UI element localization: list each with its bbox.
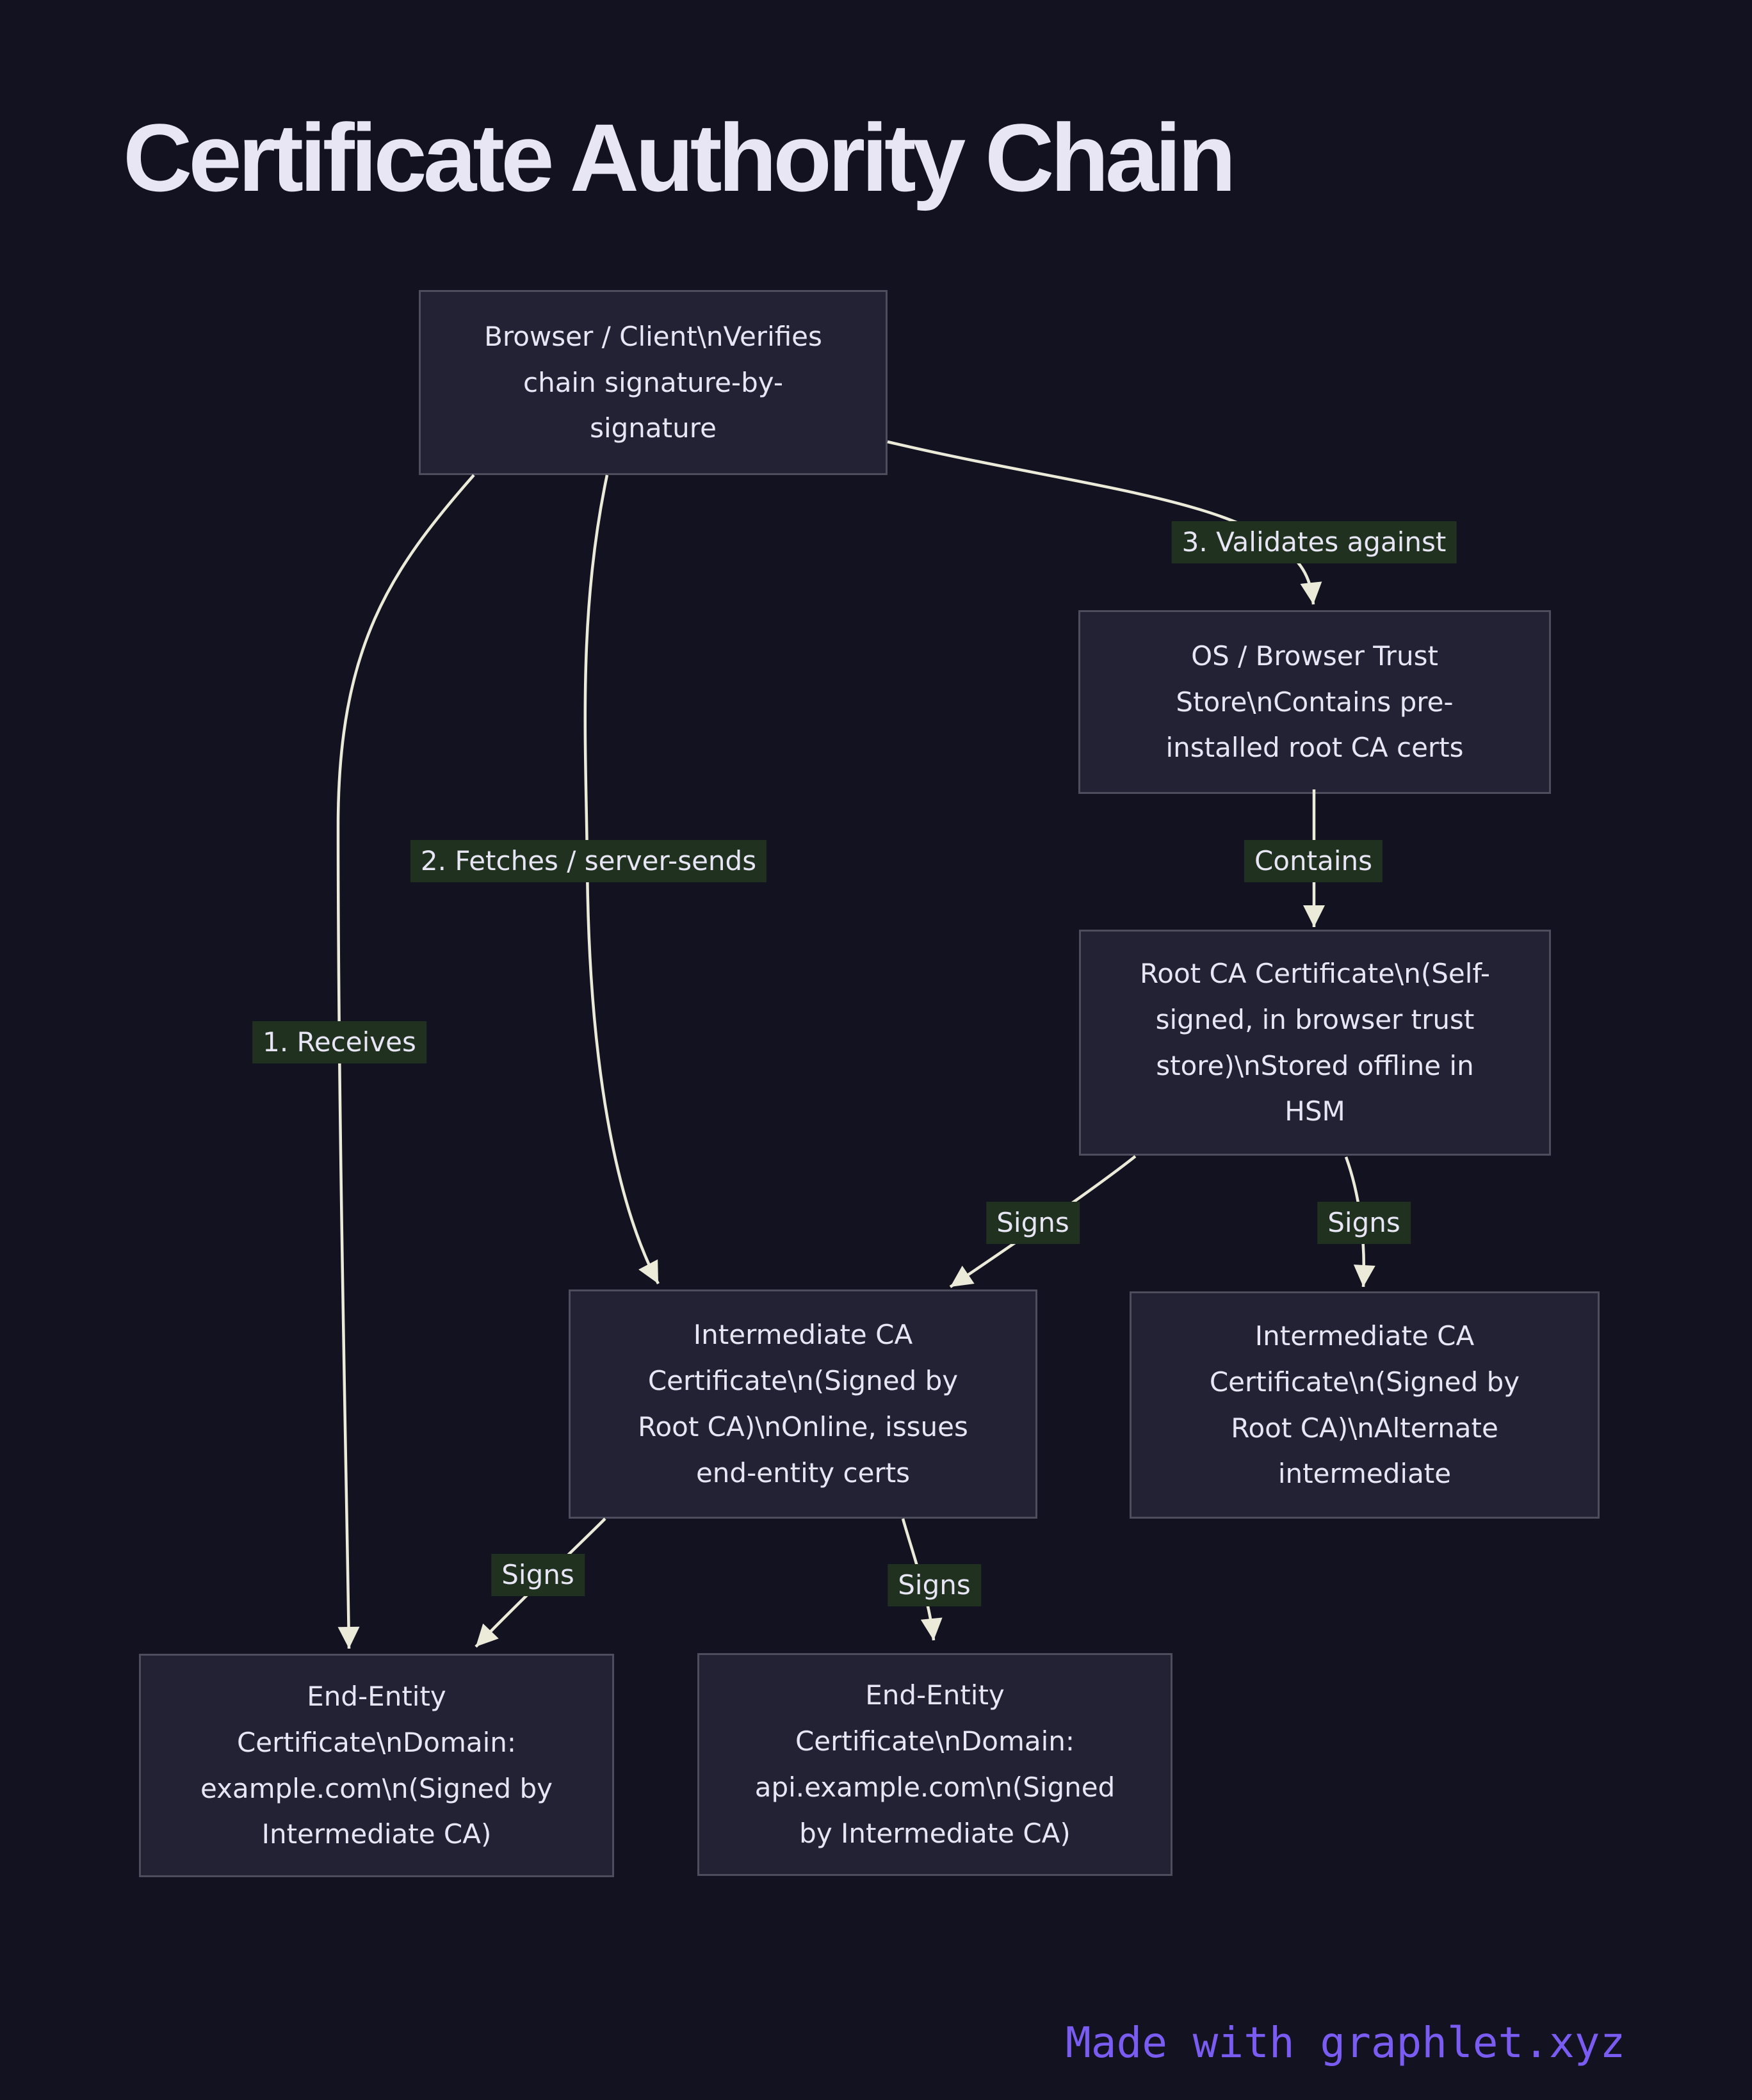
node-end-entity-api-example-com-label: End-Entity Certificate\nDomain: api.exam… xyxy=(754,1679,1115,1849)
node-root-ca-certificate-label: Root CA Certificate\n(Self-signed, in br… xyxy=(1139,957,1491,1127)
edge-label-fetches: 2. Fetches / server-sends xyxy=(410,840,767,882)
edge-label-receives: 1. Receives xyxy=(252,1021,426,1063)
edge-label-validates: 3. Validates against xyxy=(1171,521,1457,563)
node-intermediate-ca-certificate: Intermediate CA Certificate\n(Signed by … xyxy=(569,1289,1037,1519)
node-root-ca-certificate: Root CA Certificate\n(Self-signed, in br… xyxy=(1079,930,1551,1156)
node-browser-client: Browser / Client\nVerifies chain signatu… xyxy=(419,290,888,475)
node-intermediate-ca-alternate-label: Intermediate CA Certificate\n(Signed by … xyxy=(1209,1320,1520,1490)
node-end-entity-api-example-com: End-Entity Certificate\nDomain: api.exam… xyxy=(697,1653,1172,1876)
edge-label-contains: Contains xyxy=(1244,840,1383,882)
node-intermediate-ca-alternate: Intermediate CA Certificate\n(Signed by … xyxy=(1130,1291,1600,1519)
edge-label-signs-intermediate-to-web: Signs xyxy=(491,1554,585,1596)
edge-label-signs-root-to-intermediate: Signs xyxy=(986,1202,1080,1244)
node-browser-client-label: Browser / Client\nVerifies chain signatu… xyxy=(484,320,822,444)
edge-label-signs-intermediate-to-api: Signs xyxy=(888,1564,981,1606)
edge-label-signs-root-to-alternate: Signs xyxy=(1317,1202,1411,1244)
node-end-entity-example-com: End-Entity Certificate\nDomain: example.… xyxy=(139,1654,614,1877)
node-os-browser-trust-store: OS / Browser Trust Store\nContains pre-i… xyxy=(1078,610,1551,794)
node-end-entity-example-com-label: End-Entity Certificate\nDomain: example.… xyxy=(200,1680,553,1850)
node-os-browser-trust-store-label: OS / Browser Trust Store\nContains pre-i… xyxy=(1165,640,1464,764)
made-with-credit: Made with graphlet.xyz xyxy=(1066,2018,1626,2067)
node-intermediate-ca-certificate-label: Intermediate CA Certificate\n(Signed by … xyxy=(638,1319,968,1489)
page-title: Certificate Authority Chain xyxy=(123,104,1237,211)
